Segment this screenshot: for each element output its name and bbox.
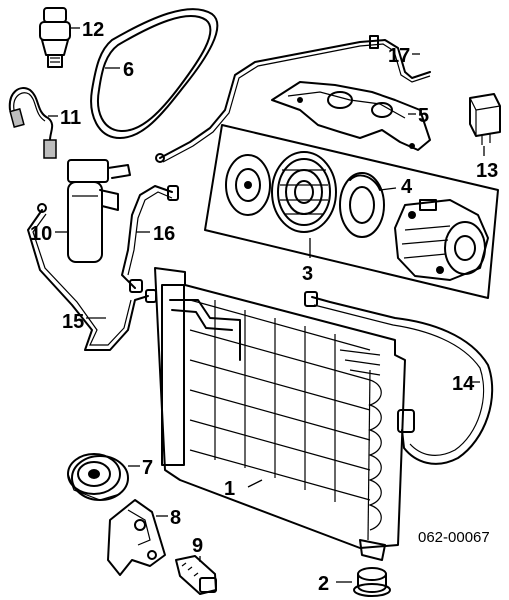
- callout-3: 3: [302, 263, 313, 285]
- compressor-body-icon: [394, 199, 489, 281]
- callout-9: 9: [192, 535, 203, 557]
- compressor-bracket-icon: [271, 81, 431, 151]
- relay-icon: [469, 93, 501, 156]
- drawing-code: 062-00067: [418, 529, 490, 546]
- idler-pulley-icon: [67, 453, 140, 501]
- callout-7: 7: [142, 457, 153, 479]
- callout-11: 11: [60, 107, 81, 129]
- compressor-clutch-icon: [225, 151, 397, 238]
- callout-5: 5: [418, 105, 429, 127]
- condenser-icon: [154, 267, 406, 561]
- receiver-drier-icon: [55, 159, 131, 263]
- pulley-bracket-icon: [107, 499, 168, 576]
- discharge-hose-icon: [304, 291, 494, 465]
- callout-12: 12: [82, 19, 104, 41]
- suction-line-icon: [121, 185, 179, 293]
- drive-belt-icon: [90, 8, 219, 139]
- callout-1: 1: [224, 478, 235, 500]
- bolt-icon: [175, 555, 217, 595]
- pressure-switch-icon: [39, 7, 80, 68]
- callout-4: 4: [401, 176, 413, 198]
- callout-13: 13: [476, 160, 498, 182]
- callout-17: 17: [388, 45, 410, 67]
- refrigerant-pipe-icon: [155, 35, 431, 163]
- callout-14: 14: [452, 373, 475, 395]
- callout-16: 16: [153, 223, 175, 245]
- sensor-harness-icon: [8, 87, 58, 159]
- callout-6: 6: [123, 59, 134, 81]
- callout-8: 8: [170, 507, 181, 529]
- rubber-mount-icon: [336, 567, 391, 597]
- callout-2: 2: [318, 573, 329, 595]
- callout-15: 15: [62, 311, 84, 333]
- compressor-assembly-frame-icon: [204, 124, 499, 299]
